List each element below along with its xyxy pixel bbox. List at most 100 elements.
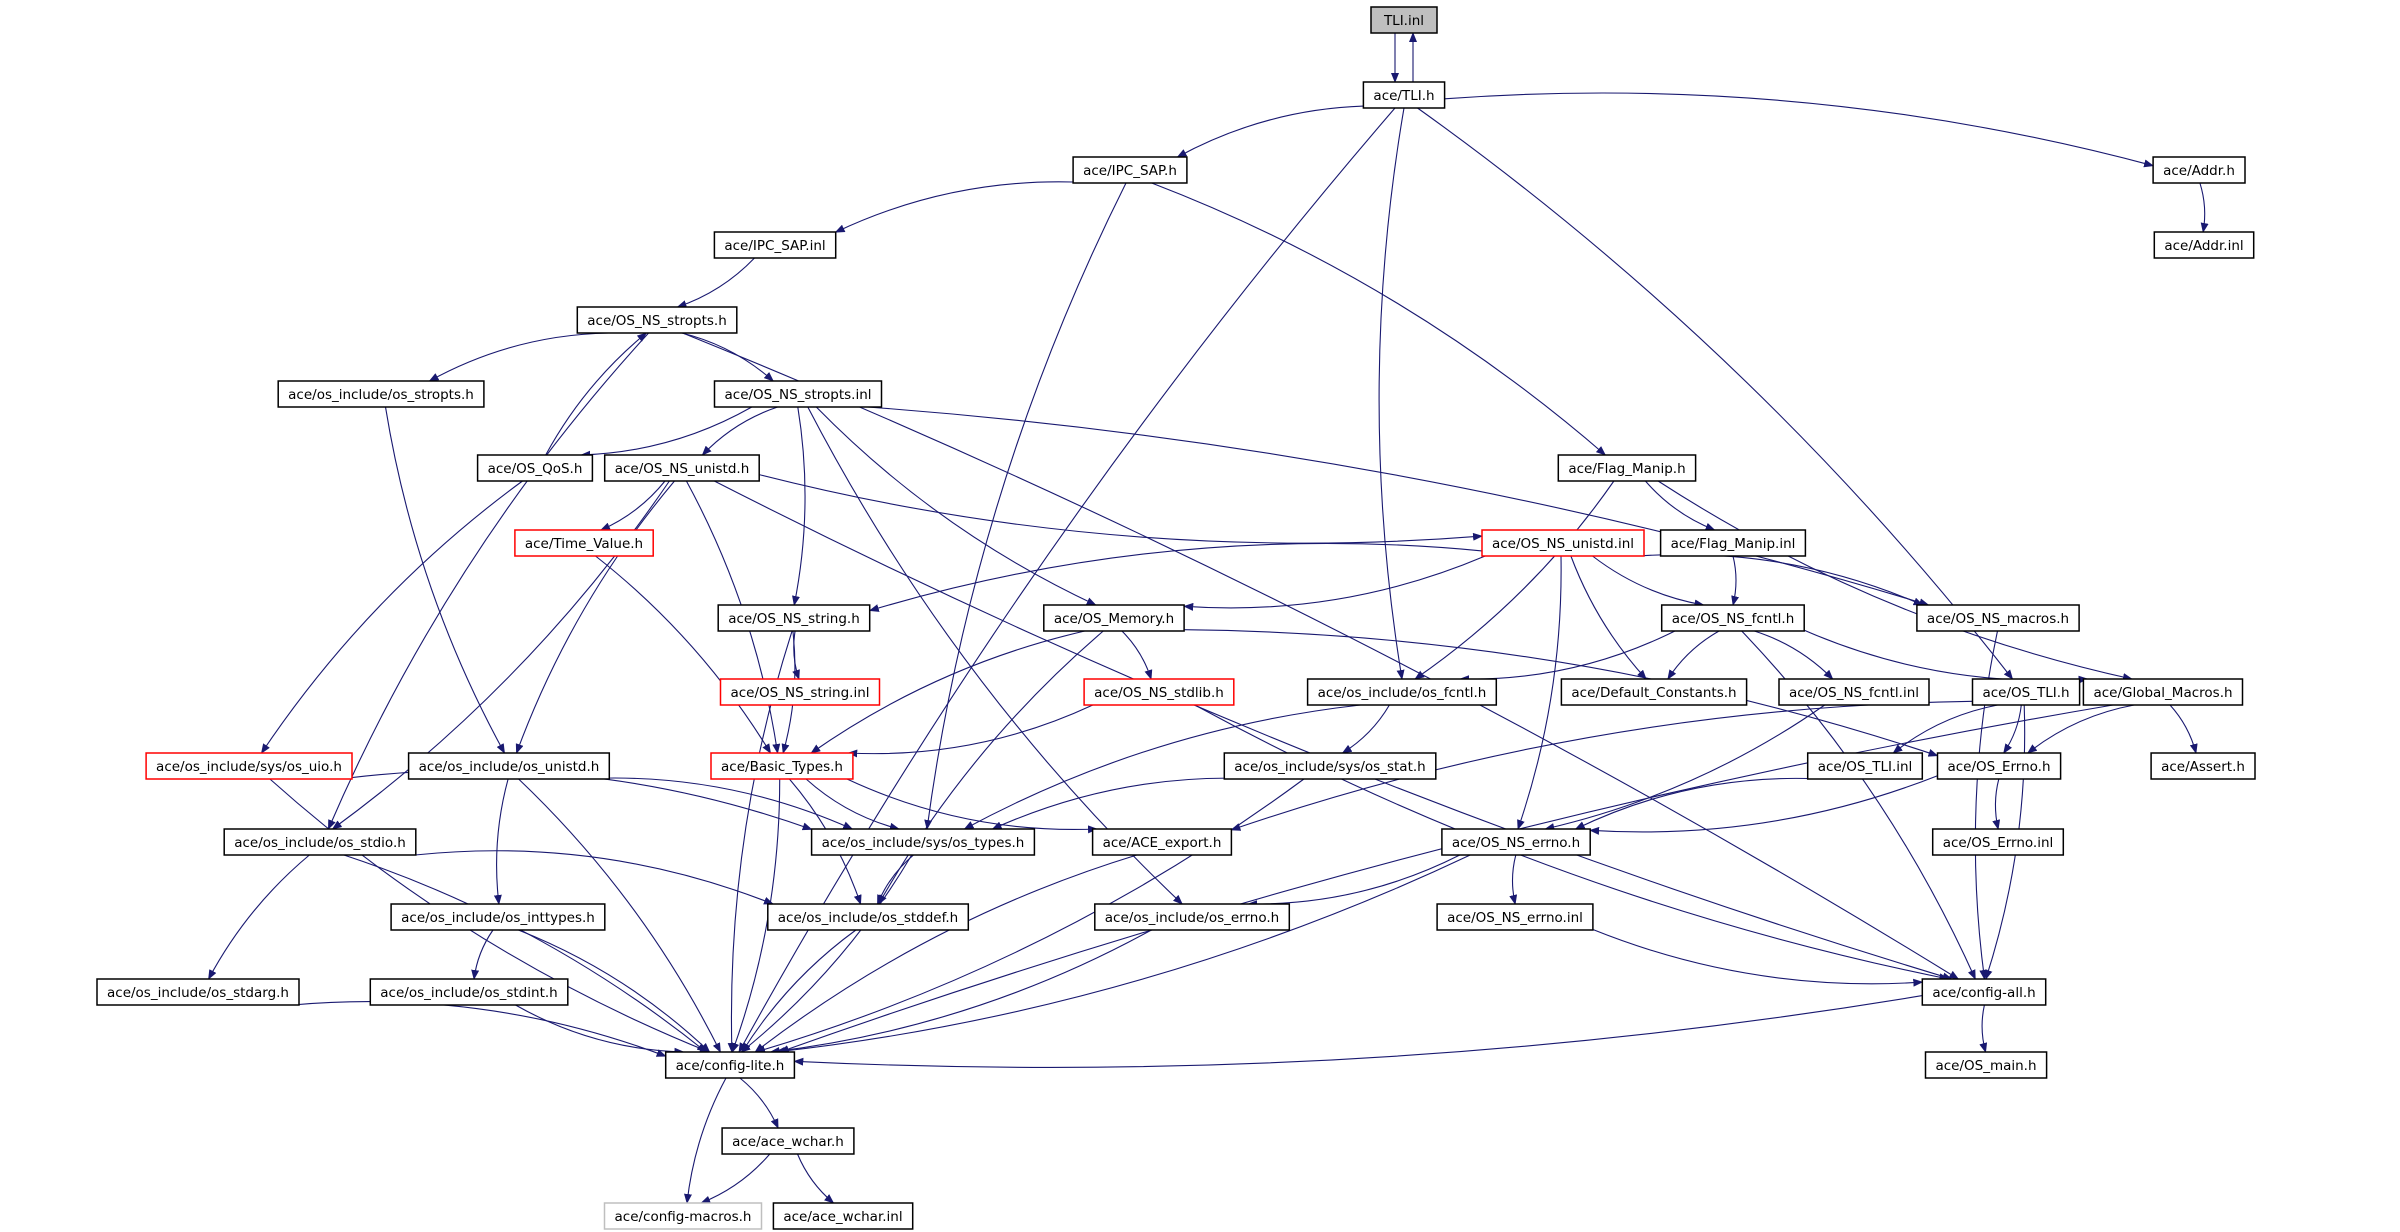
node-basic-types-h[interactable]: ace/Basic_Types.h — [710, 752, 854, 780]
node-os-ns-unistd-h[interactable]: ace/OS_NS_unistd.h — [603, 454, 760, 482]
node-box — [1778, 678, 1930, 706]
edge-ipc-sap-h-to-ipc-sap-inl — [834, 181, 1074, 233]
edge-os-ns-errno-h-to-os-include-os-errno-h — [1247, 854, 1461, 909]
node-config-all-h[interactable]: ace/config-all.h — [1921, 978, 2047, 1006]
node-flag-manip-inl[interactable]: ace/Flag_Manip.inl — [1659, 529, 1807, 557]
node-os-include-sys-os-types-h[interactable]: ace/os_include/sys/os_types.h — [810, 828, 1036, 856]
edge-os-ns-string-h-to-os-ns-string-inl — [792, 630, 800, 680]
node-label: ace/os_include/os_stropts.h — [288, 387, 474, 403]
node-os-ns-unistd-inl[interactable]: ace/OS_NS_unistd.inl — [1481, 529, 1645, 557]
node-assert-h[interactable]: ace/Assert.h — [2150, 752, 2256, 780]
edge-ipc-sap-inl-to-os-ns-stropts-h — [676, 257, 755, 308]
node-os-ns-stropts-inl[interactable]: ace/OS_NS_stropts.inl — [713, 380, 883, 408]
node-os-include-os-fcntl-h[interactable]: ace/os_include/os_fcntl.h — [1306, 678, 1498, 706]
node-label: ace/OS_NS_macros.h — [1927, 611, 2069, 627]
node-os-include-sys-os-uio-h[interactable]: ace/os_include/sys/os_uio.h — [145, 752, 353, 780]
node-os-ns-string-inl[interactable]: ace/OS_NS_string.inl — [719, 678, 881, 706]
edge-tli-h-to-addr-h — [1444, 92, 2155, 168]
node-os-ns-fcntl-inl[interactable]: ace/OS_NS_fcntl.inl — [1778, 678, 1930, 706]
node-label: ace/OS_TLI.h — [1982, 685, 2069, 701]
node-label: ace/os_include/os_stdint.h — [380, 985, 557, 1001]
node-label: TLI.inl — [1383, 13, 1424, 29]
edge-config-lite-h-to-config-macros-h — [684, 1077, 727, 1204]
node-os-include-os-inttypes-h[interactable]: ace/os_include/os_inttypes.h — [390, 903, 606, 931]
node-box — [476, 454, 594, 482]
node-os-errno-h[interactable]: ace/OS_Errno.h — [1936, 752, 2062, 780]
edge-os-tli-h-to-os-errno-h — [2003, 704, 2022, 754]
node-label: ace/IPC_SAP.inl — [724, 238, 825, 254]
node-ipc-sap-h[interactable]: ace/IPC_SAP.h — [1072, 156, 1188, 184]
node-os-include-os-stdarg-h[interactable]: ace/os_include/os_stdarg.h — [96, 978, 300, 1006]
node-os-memory-h[interactable]: ace/OS_Memory.h — [1043, 604, 1185, 632]
edge-basic-types-h-to-ace-export-h — [846, 778, 1098, 834]
node-config-macros-h[interactable]: ace/config-macros.h — [603, 1202, 763, 1230]
node-label: ace/OS_NS_errno.h — [1452, 835, 1580, 851]
node-box — [1660, 604, 1805, 632]
edge-tli-h-to-os-tli-h — [1417, 107, 2014, 680]
node-box — [713, 231, 837, 259]
node-os-qos-h[interactable]: ace/OS_QoS.h — [476, 454, 594, 482]
node-addr-inl[interactable]: ace/Addr.inl — [2153, 231, 2255, 259]
node-os-include-os-stdio-h[interactable]: ace/os_include/os_stdio.h — [223, 828, 417, 856]
node-os-ns-errno-inl[interactable]: ace/OS_NS_errno.inl — [1436, 903, 1594, 931]
node-label: ace/OS_Errno.h — [1947, 759, 2050, 775]
node-os-include-os-stropts-h[interactable]: ace/os_include/os_stropts.h — [277, 380, 485, 408]
node-ace-export-h[interactable]: ace/ACE_export.h — [1091, 828, 1233, 856]
node-os-include-os-stddef-h[interactable]: ace/os_include/os_stddef.h — [767, 903, 970, 931]
edge-os-ns-stropts-inl-to-os-qos-h — [580, 406, 753, 459]
node-ace-wchar-inl[interactable]: ace/ace_wchar.inl — [772, 1202, 914, 1230]
node-label: ace/Addr.h — [2163, 163, 2235, 179]
node-time-value-h[interactable]: ace/Time_Value.h — [514, 529, 654, 557]
node-os-include-os-errno-h[interactable]: ace/os_include/os_errno.h — [1094, 903, 1291, 931]
node-ipc-sap-inl[interactable]: ace/IPC_SAP.inl — [713, 231, 837, 259]
node-box — [1362, 81, 1446, 109]
node-os-ns-errno-h[interactable]: ace/OS_NS_errno.h — [1441, 828, 1591, 856]
node-os-tli-h[interactable]: ace/OS_TLI.h — [1971, 678, 2081, 706]
node-os-ns-fcntl-h[interactable]: ace/OS_NS_fcntl.h — [1660, 604, 1805, 632]
node-os-include-os-stdint-h[interactable]: ace/os_include/os_stdint.h — [369, 978, 569, 1006]
node-os-ns-macros-h[interactable]: ace/OS_NS_macros.h — [1916, 604, 2080, 632]
node-os-include-sys-os-stat-h[interactable]: ace/os_include/sys/os_stat.h — [1223, 752, 1437, 780]
node-box — [2082, 678, 2244, 706]
node-box — [1306, 678, 1498, 706]
edge-os-ns-unistd-inl-to-os-ns-errno-h — [1517, 555, 1562, 830]
node-config-lite-h[interactable]: ace/config-lite.h — [664, 1051, 796, 1079]
node-tli-h[interactable]: ace/TLI.h — [1362, 81, 1446, 109]
node-os-ns-string-h[interactable]: ace/OS_NS_string.h — [717, 604, 871, 632]
node-label: ace/os_include/sys/os_uio.h — [156, 759, 342, 775]
edge-os-include-os-unistd-h-to-os-include-sys-os-types-h — [579, 777, 854, 830]
node-os-tli-inl[interactable]: ace/OS_TLI.inl — [1806, 752, 1924, 780]
node-label: ace/config-macros.h — [615, 1209, 752, 1225]
edge-addr-h-to-addr-inl — [2199, 182, 2209, 233]
node-box — [713, 380, 883, 408]
node-os-ns-stropts-h[interactable]: ace/OS_NS_stropts.h — [576, 306, 738, 334]
node-label: ace/Flag_Manip.h — [1568, 461, 1685, 477]
edge-flag-manip-h-to-global-macros-h — [1657, 480, 2133, 681]
edge-os-ns-unistd-h-to-os-include-os-unistd-h — [515, 480, 675, 754]
node-tli-inl[interactable]: TLI.inl — [1370, 6, 1438, 34]
node-os-include-os-unistd-h[interactable]: ace/os_include/os_unistd.h — [407, 752, 611, 780]
node-flag-manip-h[interactable]: ace/Flag_Manip.h — [1557, 454, 1697, 482]
node-os-ns-stdlib-h[interactable]: ace/OS_NS_stdlib.h — [1083, 678, 1235, 706]
node-box — [277, 380, 485, 408]
node-box — [1043, 604, 1185, 632]
edge-os-ns-stropts-inl-to-os-ns-string-h — [792, 406, 806, 606]
node-os-errno-inl[interactable]: ace/OS_Errno.inl — [1931, 828, 2065, 856]
edge-os-include-os-unistd-h-to-os-include-os-inttypes-h — [493, 778, 509, 905]
node-label: ace/OS_NS_stdlib.h — [1094, 685, 1224, 701]
node-addr-h[interactable]: ace/Addr.h — [2152, 156, 2246, 184]
node-ace-wchar-h[interactable]: ace/ace_wchar.h — [721, 1127, 855, 1155]
node-global-macros-h[interactable]: ace/Global_Macros.h — [2082, 678, 2244, 706]
node-label: ace/OS_main.h — [1935, 1058, 2036, 1074]
node-label: ace/OS_NS_fcntl.h — [1672, 611, 1795, 627]
node-box — [1931, 828, 2065, 856]
node-os-main-h[interactable]: ace/OS_main.h — [1924, 1051, 2048, 1079]
edge-flag-manip-inl-to-os-ns-fcntl-h — [1731, 555, 1740, 606]
node-box — [1223, 752, 1437, 780]
node-label: ace/IPC_SAP.h — [1083, 163, 1177, 179]
node-label: ace/os_include/sys/os_types.h — [822, 835, 1025, 851]
node-label: ace/os_include/os_unistd.h — [419, 759, 600, 775]
node-box — [390, 903, 606, 931]
node-default-constants-h[interactable]: ace/Default_Constants.h — [1560, 678, 1748, 706]
edge-global-macros-h-to-config-lite-h — [778, 704, 2114, 1053]
